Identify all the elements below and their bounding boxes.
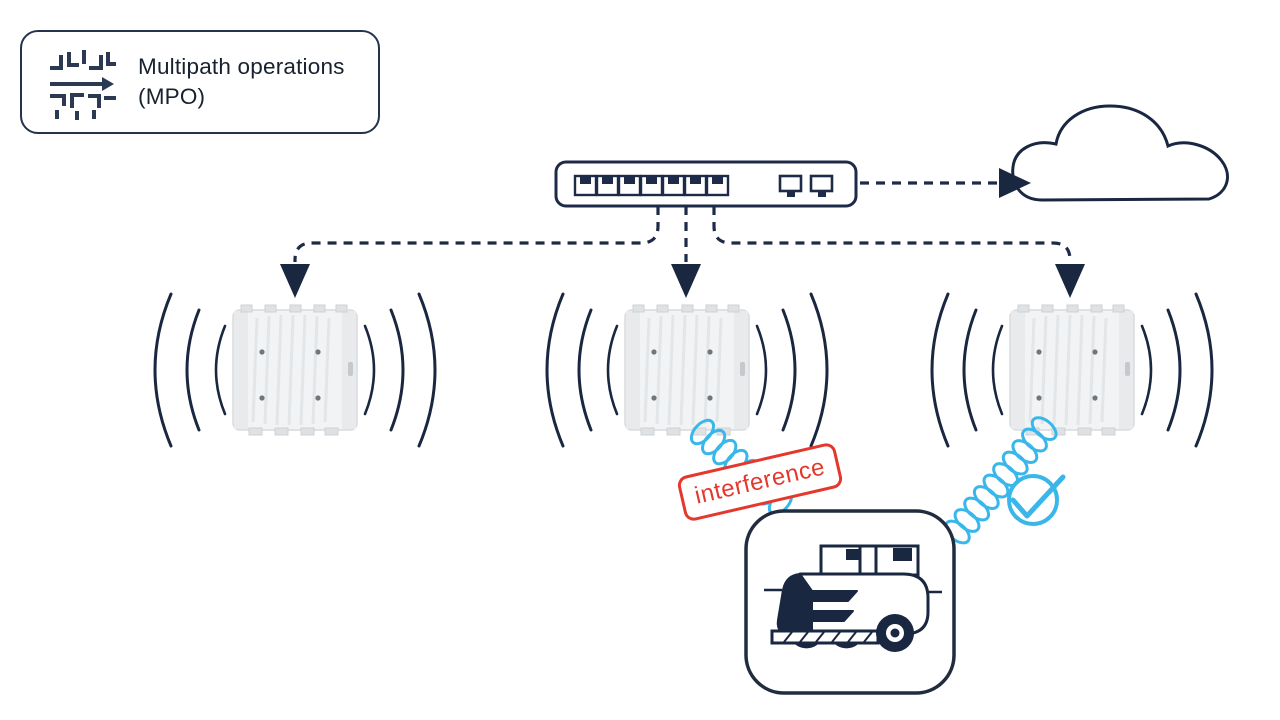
arrowhead-icon: [1055, 264, 1085, 298]
mpo-icon: [50, 50, 116, 120]
network-switch: [554, 160, 858, 208]
arrowhead-icon: [999, 168, 1031, 198]
arrowhead-icon: [671, 264, 701, 298]
cloud-icon: [1011, 104, 1229, 202]
arrowhead-icon: [280, 264, 310, 298]
title-badge: Multipath operations (MPO): [20, 30, 380, 134]
switch-ports: [573, 174, 730, 197]
access-point-right: [930, 292, 1214, 448]
title-line-2: (MPO): [138, 84, 206, 109]
agv-container: [744, 509, 956, 695]
switch-to-cloud-link: [860, 168, 1031, 198]
access-point-center: [545, 292, 829, 448]
switch-uplink-ports: [778, 174, 834, 197]
access-point-left: [153, 292, 437, 448]
agv-icon: [764, 544, 942, 652]
check-icon: [1007, 474, 1066, 526]
title-text: Multipath operations (MPO): [138, 52, 345, 111]
title-line-1: Multipath operations: [138, 54, 345, 80]
switch-to-ap-links: [293, 206, 1072, 262]
coil-link-good: [940, 411, 1062, 549]
